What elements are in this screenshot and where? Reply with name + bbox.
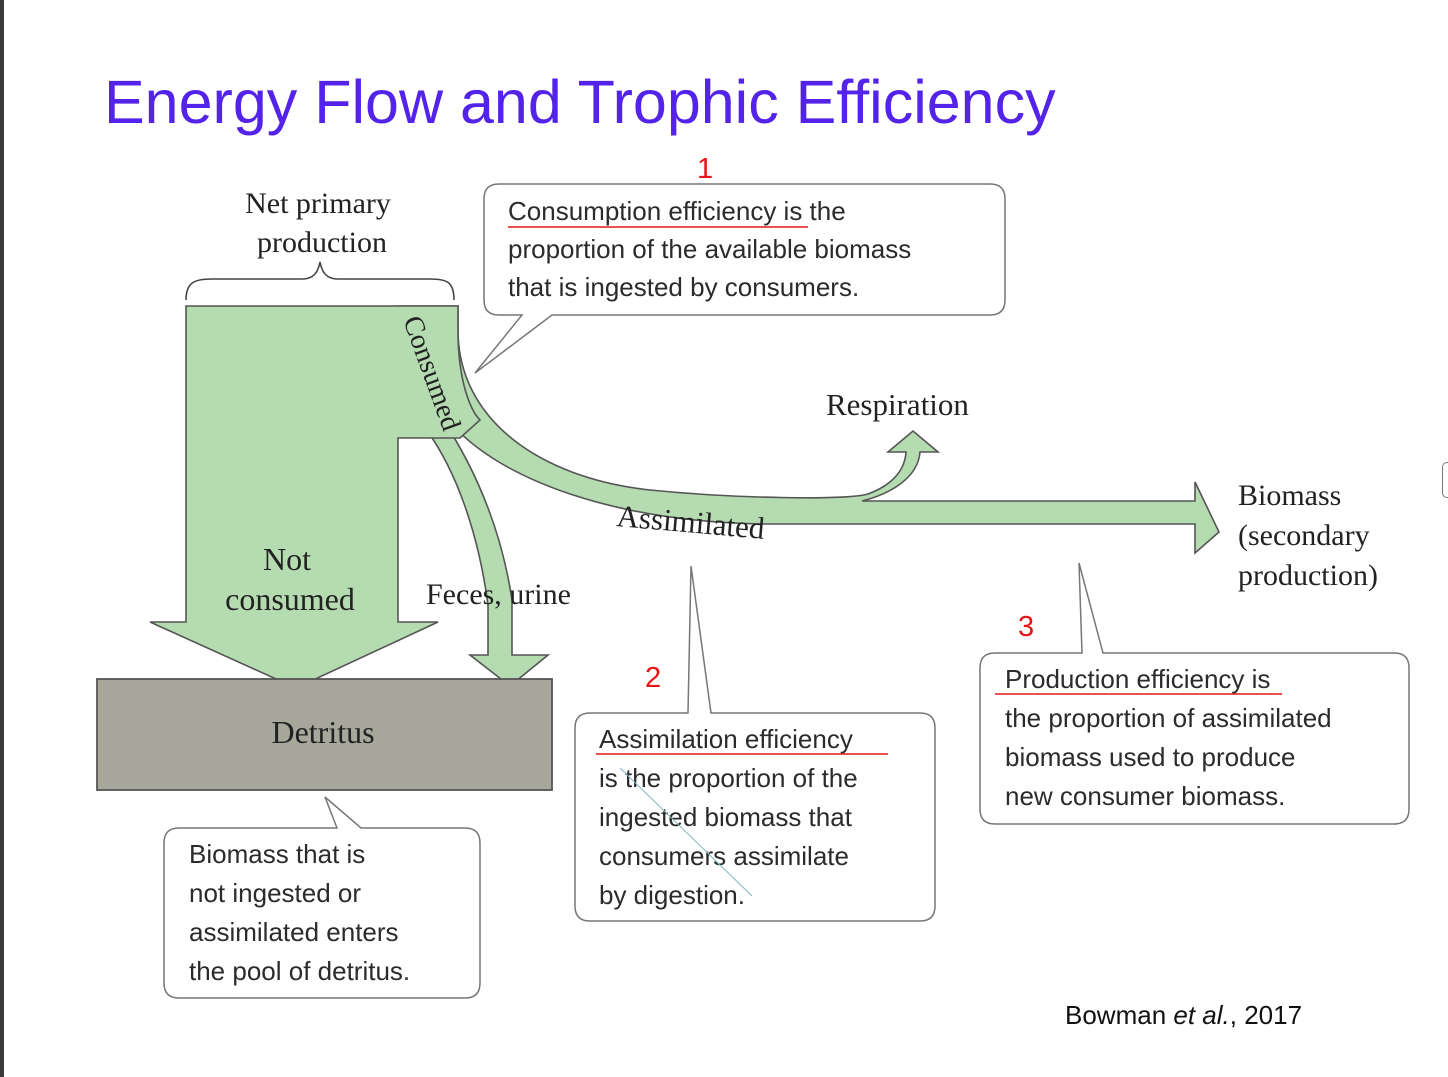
consumption-callout [474,183,1006,374]
credit-year: , 2017 [1229,1000,1303,1030]
production-text-line3: biomass used to produce [1005,742,1296,772]
consumption-text-line1: Consumption efficiency is the [508,196,846,226]
assimilation-text-line4: consumers assimilate [599,841,849,871]
assimilation-text-line1: Assimilation efficiency [599,724,853,754]
detritus-text-line2: not ingested or [189,878,361,908]
feces-urine-label: Feces, urine [426,578,571,611]
production-text-line1: Production efficiency is [1005,664,1270,694]
biomass-label-line3: production) [1238,559,1378,592]
detritus-box [96,678,553,791]
npp-label-line1: Net primary [245,187,391,220]
assimilation-callout [574,565,936,922]
scroll-handle[interactable] [1442,462,1448,498]
detritus-text-line1: Biomass that is [189,839,365,869]
detritus-label: Detritus [271,714,374,750]
slide-title: Energy Flow and Trophic Efficiency [104,68,1056,136]
assimilated-flow [397,305,1220,555]
assimilation-text-line2: is the proportion of the [599,763,858,793]
biomass-label-line1: Biomass [1238,479,1341,512]
consumption-text-line3: that is ingested by consumers. [508,272,859,302]
detritus-text-line3: assimilated enters [189,917,399,947]
production-text-line4: new consumer biomass. [1005,781,1285,811]
detritus-callout [163,796,481,999]
credit-et-al: et al. [1173,1000,1230,1030]
assimilation-text-line5: by digestion. [599,880,745,910]
detritus-text-line4: the pool of detritus. [189,956,410,986]
assimilation-annotation-stroke [619,767,753,897]
biomass-label-line2: (secondary [1238,519,1370,552]
respiration-label: Respiration [826,387,969,422]
npp-label-line2: production [257,226,387,259]
npp-brace [185,261,455,301]
annotation-number-3: 3 [1018,611,1034,643]
not-consumed-line2: consumed [225,581,355,617]
assimilation-text-line3: ingested biomass that [599,802,853,832]
source-credit: Bowman et al., 2017 [1065,1000,1302,1031]
consumption-text-line2: proportion of the available biomass [508,234,911,264]
not-consumed-line1: Not [263,541,311,577]
npp-flow [149,305,482,689]
credit-author: Bowman [1065,1000,1174,1030]
annotation-number-2: 2 [645,662,661,694]
annotation-number-1: 1 [697,153,713,185]
window-left-border [0,0,4,1077]
production-text-line2: the proportion of assimilated [1005,703,1332,733]
